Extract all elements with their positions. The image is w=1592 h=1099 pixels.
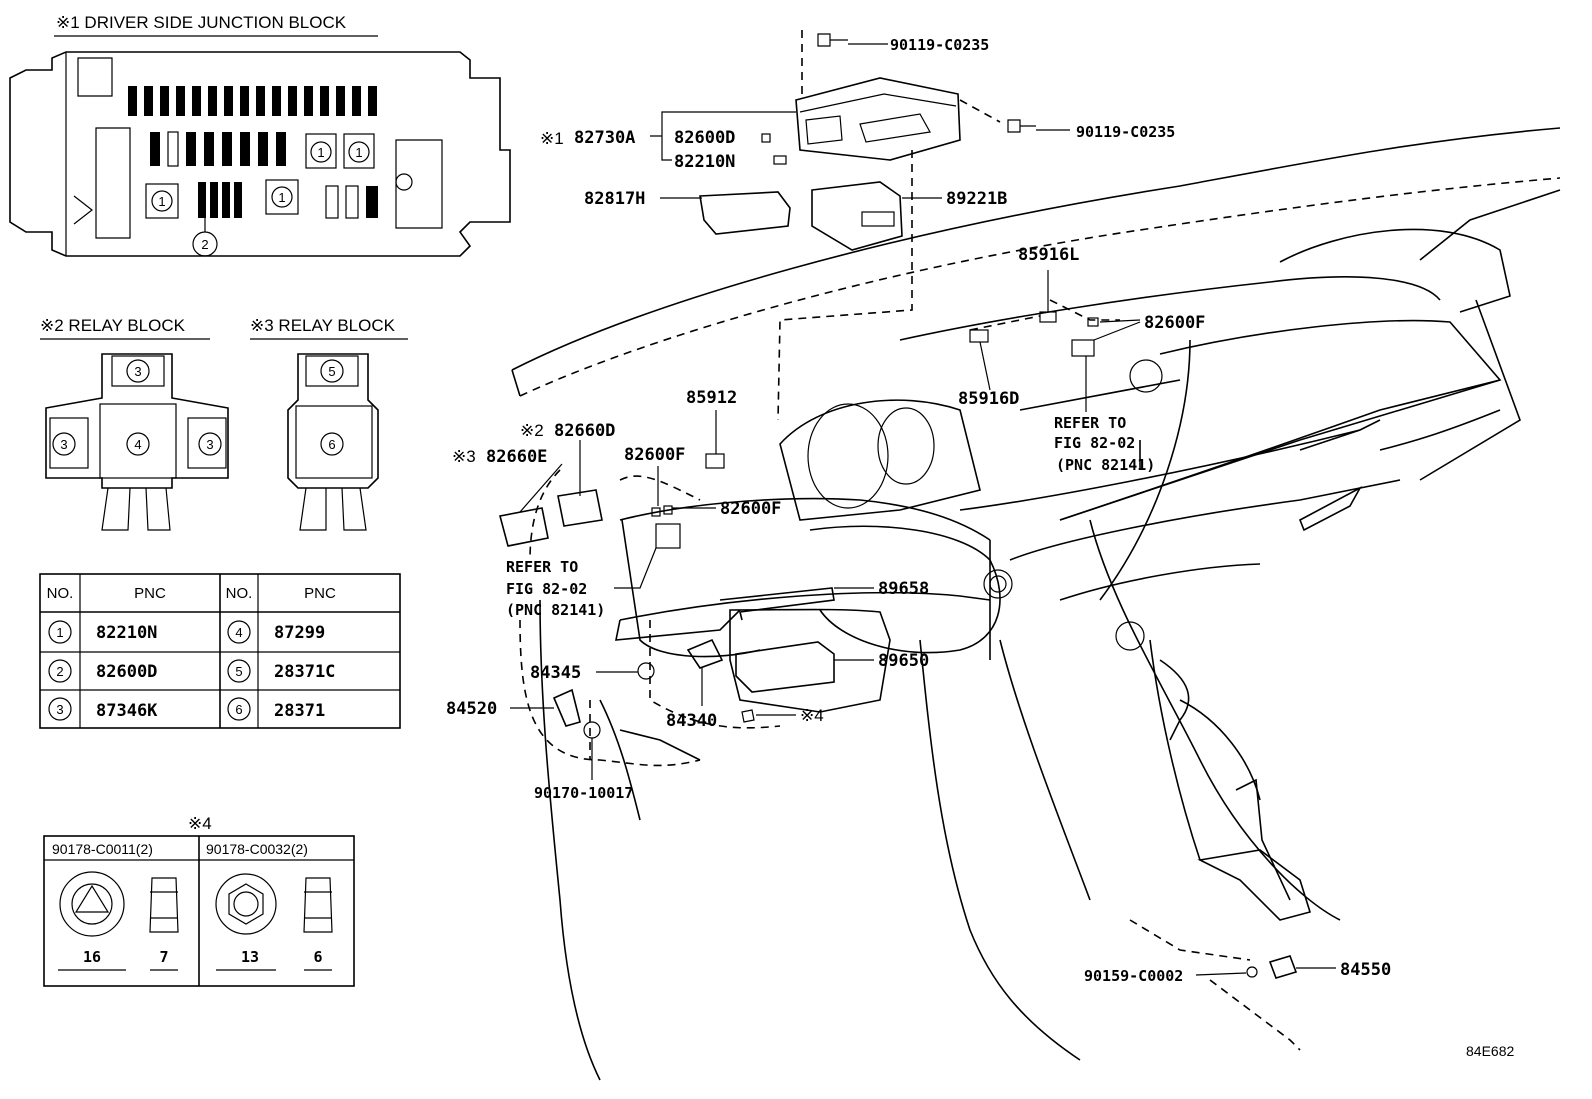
svg-text:3: 3 bbox=[56, 702, 63, 717]
label-89221B: 89221B bbox=[946, 189, 1007, 209]
label-89650: 89650 bbox=[878, 651, 929, 671]
svg-text:1: 1 bbox=[56, 625, 63, 640]
table-row: 3 87346K 6 28371 bbox=[48, 697, 325, 721]
nut-dim-7: 7 bbox=[159, 948, 168, 966]
relay-block-2-title: ※2 RELAY BLOCK bbox=[40, 316, 186, 335]
table-header-no-1: NO. bbox=[47, 585, 74, 602]
svg-text:1: 1 bbox=[158, 194, 165, 209]
label-ref3: ※3 bbox=[452, 447, 476, 466]
nut-dim-13: 13 bbox=[241, 948, 259, 966]
dashboard-outline bbox=[511, 127, 1561, 1081]
junction-marker-circles: 1 1 1 1 2 bbox=[151, 141, 370, 257]
table-header-pnc-2: PNC bbox=[304, 585, 336, 602]
label-refer-b-1: REFER TO bbox=[506, 558, 578, 576]
svg-text:1: 1 bbox=[355, 145, 362, 160]
label-82660E: 82660E bbox=[486, 447, 547, 467]
svg-text:1: 1 bbox=[278, 190, 285, 205]
junction-block-title: ※1 DRIVER SIDE JUNCTION BLOCK bbox=[56, 13, 347, 32]
svg-text:2: 2 bbox=[56, 664, 63, 679]
callout-lines bbox=[510, 43, 1336, 976]
junction-block-section: ※1 DRIVER SIDE JUNCTION BLOCK bbox=[9, 13, 511, 257]
label-84550: 84550 bbox=[1340, 960, 1391, 980]
label-ref2: ※2 bbox=[520, 421, 544, 440]
svg-text:1: 1 bbox=[317, 145, 324, 160]
label-ref1: ※1 bbox=[540, 129, 564, 148]
label-refer-a-3: (PNC 82141) bbox=[1056, 456, 1155, 474]
relay-block-3-section: ※3 RELAY BLOCK 5 6 bbox=[250, 316, 408, 531]
table-row: 1 82210N 4 87299 bbox=[48, 620, 325, 644]
label-85916L: 85916L bbox=[1018, 245, 1079, 265]
svg-text:5: 5 bbox=[328, 364, 335, 379]
table-header-no-2: NO. bbox=[226, 585, 253, 602]
label-refer-a-2: FIG 82-02 bbox=[1054, 434, 1135, 452]
table-row: 2 82600D 5 28371C bbox=[48, 659, 335, 683]
label-84340: 84340 bbox=[666, 711, 717, 731]
label-82600D: 82600D bbox=[674, 128, 735, 148]
svg-text:6: 6 bbox=[235, 702, 242, 717]
label-refer-b-2: FIG 82-02 bbox=[506, 580, 587, 598]
label-85916D: 85916D bbox=[958, 389, 1019, 409]
junction-block-drawing bbox=[9, 51, 511, 257]
label-refer-b-3: (PNC 82141) bbox=[506, 601, 605, 619]
table-header-pnc-1: PNC bbox=[134, 585, 166, 602]
label-84520: 84520 bbox=[446, 699, 497, 719]
svg-text:87299: 87299 bbox=[274, 623, 325, 643]
label-82210N: 82210N bbox=[674, 152, 735, 172]
svg-text:4: 4 bbox=[134, 437, 141, 452]
figure-id: 84E682 bbox=[1466, 1043, 1514, 1059]
nut-header-1: 90178-C0011(2) bbox=[52, 841, 153, 857]
svg-text:3: 3 bbox=[206, 437, 213, 452]
nut-dim-6: 6 bbox=[313, 948, 322, 966]
pnc-table: NO. PNC NO. PNC 1 82210N 4 87299 2 82600… bbox=[39, 573, 401, 729]
svg-text:4: 4 bbox=[235, 625, 242, 640]
nut-dim-16: 16 bbox=[83, 948, 101, 966]
relay-block-3-title: ※3 RELAY BLOCK bbox=[250, 316, 396, 335]
nut-table: ※4 90178-C0011(2) 90178-C0032(2) 16 7 13… bbox=[43, 814, 355, 987]
label-90119-top: 90119-C0235 bbox=[890, 36, 989, 54]
svg-text:28371C: 28371C bbox=[274, 662, 335, 682]
svg-text:28371: 28371 bbox=[274, 701, 325, 721]
label-85912: 85912 bbox=[686, 388, 737, 408]
label-90170: 90170-10017 bbox=[534, 784, 633, 802]
svg-text:6: 6 bbox=[328, 437, 335, 452]
svg-text:87346K: 87346K bbox=[96, 701, 158, 721]
label-84345: 84345 bbox=[530, 663, 581, 683]
label-82600F-low: 82600F bbox=[720, 499, 781, 519]
component-shapes bbox=[499, 33, 1298, 979]
svg-text:3: 3 bbox=[60, 437, 67, 452]
nut-header-2: 90178-C0032(2) bbox=[206, 841, 308, 857]
svg-text:3: 3 bbox=[134, 364, 141, 379]
svg-text:5: 5 bbox=[235, 664, 242, 679]
nut-table-ref: ※4 bbox=[188, 814, 212, 833]
svg-text:2: 2 bbox=[201, 237, 208, 252]
label-82730A: 82730A bbox=[574, 128, 635, 148]
label-90159: 90159-C0002 bbox=[1084, 967, 1183, 985]
label-82817H: 82817H bbox=[584, 189, 645, 209]
label-ref4: ※4 bbox=[800, 706, 824, 725]
label-89658: 89658 bbox=[878, 579, 929, 599]
label-82600F-right: 82600F bbox=[1144, 313, 1205, 333]
relay-block-2-section: ※2 RELAY BLOCK 3 4 3 3 bbox=[40, 316, 229, 531]
part-labels: 90119-C0235 90119-C0235 ※1 82730A 82600D… bbox=[446, 36, 1391, 985]
leader-lines bbox=[519, 30, 1301, 1051]
label-82600F-mid: 82600F bbox=[624, 445, 685, 465]
svg-text:82600D: 82600D bbox=[96, 662, 157, 682]
label-refer-a-1: REFER TO bbox=[1054, 414, 1126, 432]
svg-text:82210N: 82210N bbox=[96, 623, 157, 643]
label-82660D: 82660D bbox=[554, 421, 615, 441]
label-90119-right: 90119-C0235 bbox=[1076, 123, 1175, 141]
